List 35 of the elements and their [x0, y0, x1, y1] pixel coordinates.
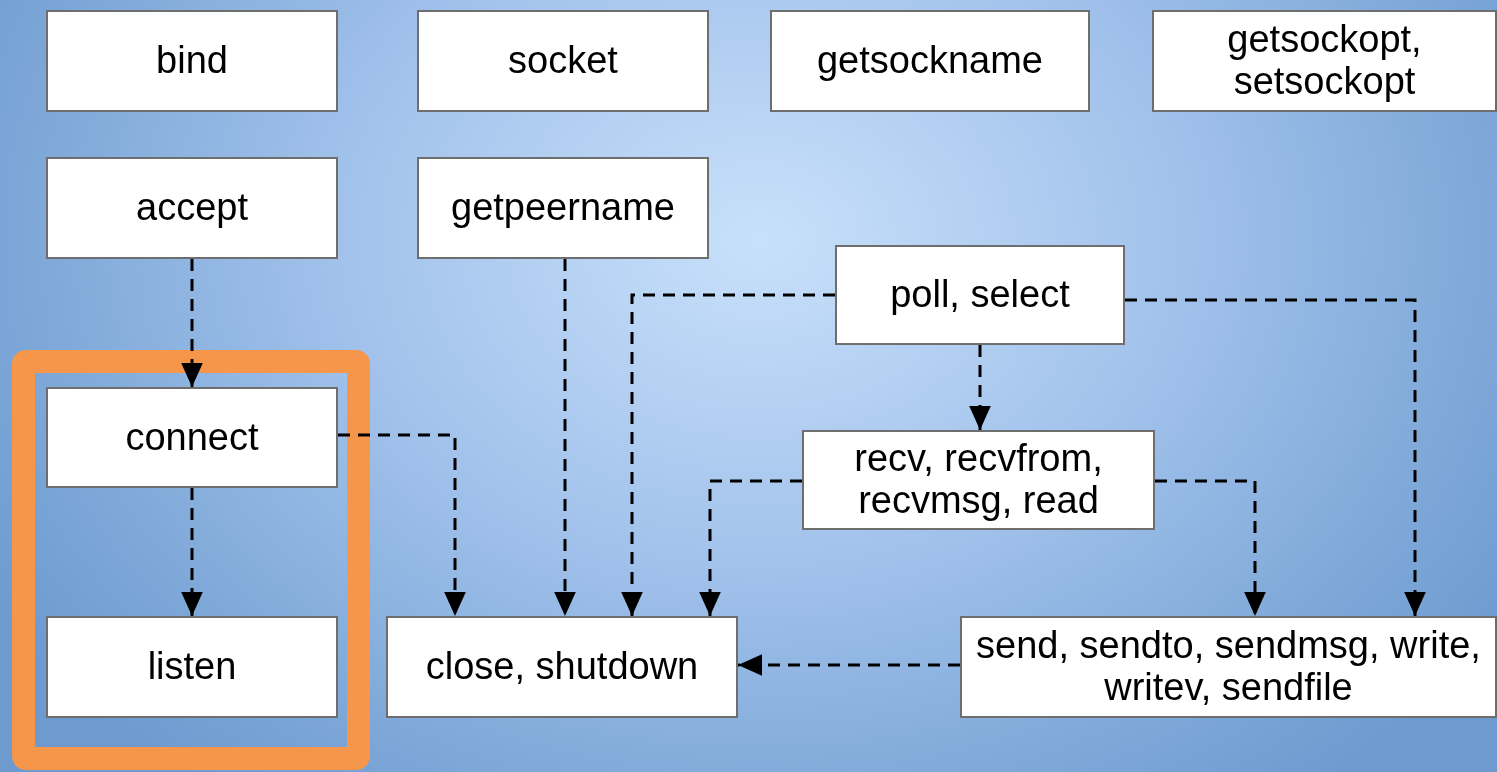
box-label: getpeername: [451, 187, 675, 229]
dashed-arrow: [969, 345, 991, 430]
box-label: recv, recvfrom, recvmsg, read: [853, 438, 1104, 522]
process-box: [960, 616, 1497, 718]
dashed-arrow: [338, 433, 466, 616]
process-box: [46, 157, 338, 259]
process-box: [386, 616, 738, 718]
box-label: getsockopt, setsockopt: [1226, 19, 1423, 103]
box-label: listen: [147, 646, 237, 688]
dashed-arrow: [738, 654, 960, 676]
box-label: getsockname: [817, 40, 1043, 82]
process-box: [46, 616, 338, 718]
highlight-frame: [12, 350, 370, 770]
dashed-arrow: [699, 479, 802, 616]
process-box: [802, 430, 1155, 530]
process-box: [46, 387, 338, 488]
process-box: [417, 10, 709, 112]
dashed-arrow: [181, 488, 203, 616]
process-box: [770, 10, 1090, 112]
box-label: bind: [156, 40, 228, 82]
dashed-arrow: [554, 259, 576, 616]
process-box: [417, 157, 709, 259]
box-label: accept: [136, 187, 248, 229]
dashed-arrow: [181, 259, 203, 387]
process-box: [835, 245, 1125, 345]
process-box: [1152, 10, 1497, 112]
dashed-arrow: [1125, 298, 1426, 616]
dashed-arrow: [621, 293, 835, 616]
process-box: [46, 10, 338, 112]
box-label: send, sendto, sendmsg, write, writev, sendfile: [975, 625, 1482, 709]
box-label: poll, select: [890, 274, 1070, 316]
box-label: connect: [125, 416, 259, 459]
box-label: close, shutdown: [425, 646, 699, 688]
box-label: socket: [508, 40, 618, 82]
dashed-arrow: [1155, 479, 1266, 616]
